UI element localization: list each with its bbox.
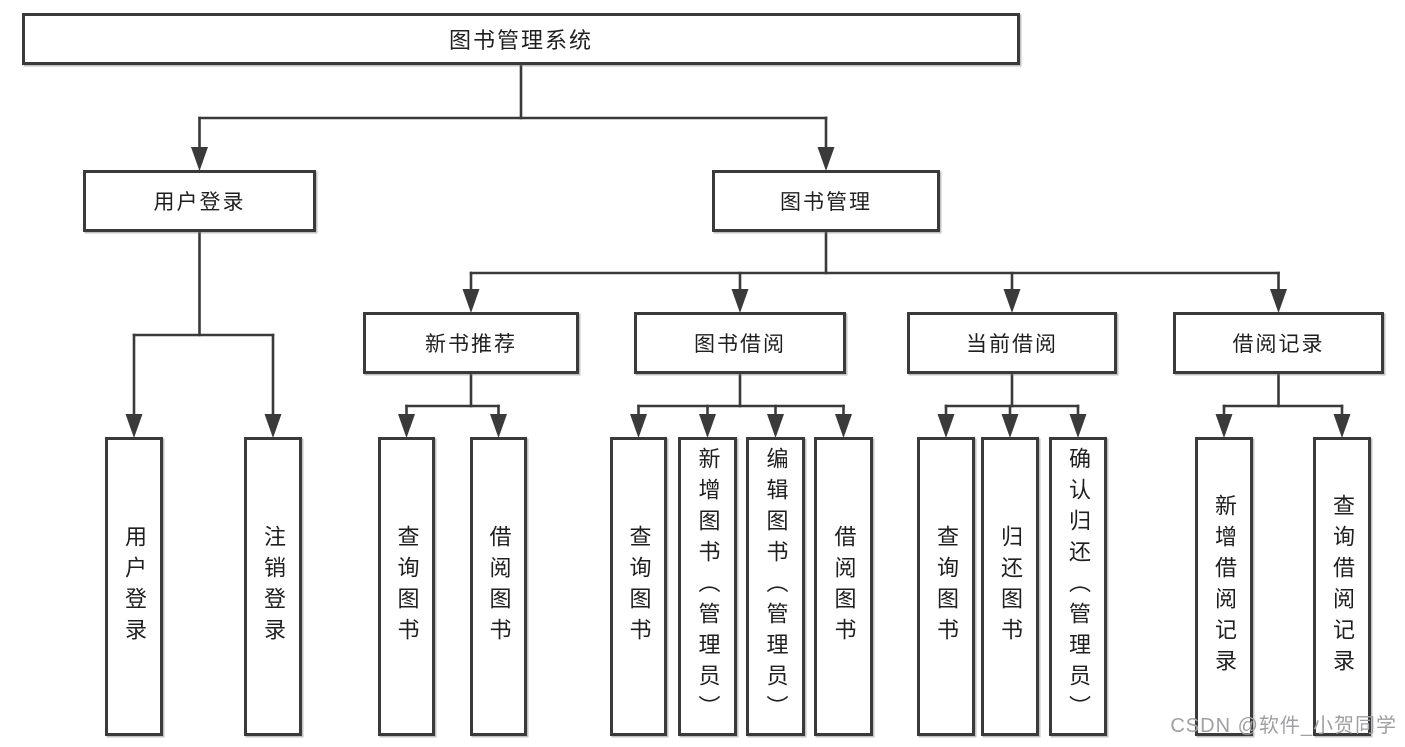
arrowhead-down-icon — [767, 414, 784, 438]
arrowhead-down-icon — [817, 147, 835, 171]
node-leaf-br-query: 查询借阅记录 — [1313, 437, 1371, 736]
node-leaf-bb-edit: 编辑图书（管理员） — [746, 437, 805, 736]
arrowhead-down-icon — [1069, 414, 1087, 438]
arrowhead-down-icon — [1003, 289, 1021, 313]
arrowhead-down-icon — [699, 414, 716, 438]
arrowhead-down-icon — [264, 414, 282, 438]
arrowhead-down-icon — [125, 414, 143, 438]
arrowhead-down-icon — [1001, 414, 1019, 438]
node-root: 图书管理系统 — [22, 13, 1020, 65]
node-leaf-user-login: 用户登录 — [105, 437, 163, 736]
arrowhead-down-icon — [731, 289, 749, 313]
node-new-book-rec: 新书推荐 — [363, 312, 579, 374]
node-leaf-bb-add: 新增图书（管理员） — [678, 437, 737, 736]
node-leaf-cb-return: 归还图书 — [981, 437, 1039, 736]
arrowhead-down-icon — [398, 414, 415, 438]
node-leaf-cb-query: 查询图书 — [917, 437, 975, 736]
node-user-login: 用户登录 — [83, 170, 316, 232]
node-book-mgmt: 图书管理 — [712, 170, 940, 232]
arrowhead-down-icon — [835, 414, 852, 438]
node-leaf-nr-borrow: 借阅图书 — [470, 437, 527, 736]
node-leaf-bb-borrow: 借阅图书 — [814, 437, 873, 736]
node-leaf-br-add: 新增借阅记录 — [1195, 437, 1253, 736]
arrowhead-down-icon — [630, 414, 647, 438]
node-leaf-bb-query: 查询图书 — [610, 437, 667, 736]
node-current-borrow: 当前借阅 — [907, 312, 1117, 374]
arrowhead-down-icon — [1270, 289, 1287, 313]
arrowhead-down-icon — [1215, 414, 1233, 438]
arrowhead-down-icon — [1333, 414, 1351, 438]
arrowhead-down-icon — [937, 414, 955, 438]
watermark: CSDN @软件_小贺同学 — [1170, 715, 1397, 737]
arrowhead-down-icon — [191, 147, 208, 171]
node-leaf-nr-query: 查询图书 — [378, 437, 435, 736]
arrowhead-down-icon — [490, 414, 507, 438]
node-borrow-records: 借阅记录 — [1173, 312, 1384, 374]
node-leaf-logout: 注销登录 — [244, 437, 302, 736]
node-leaf-cb-confirm: 确认归还（管理员） — [1049, 437, 1107, 736]
arrowhead-down-icon — [462, 289, 480, 313]
node-book-borrow: 图书借阅 — [634, 312, 846, 374]
